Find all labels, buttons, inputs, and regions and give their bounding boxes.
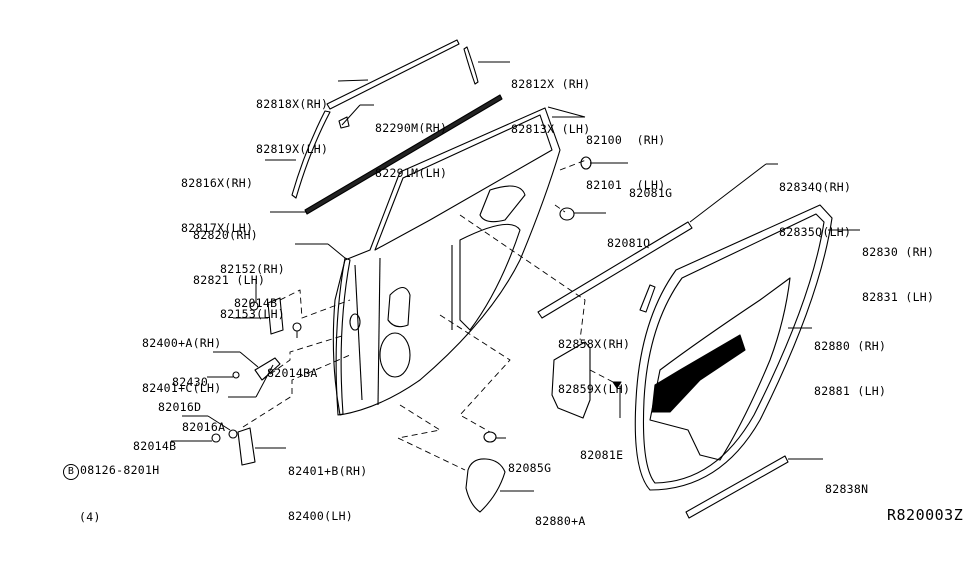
part-number: 82014BA — [267, 366, 318, 380]
door-panel-part[interactable] — [332, 107, 561, 416]
label-bolt-b-upper: 82014B — [234, 266, 277, 326]
part-number: 08126-8201H — [80, 463, 160, 477]
lower-weatherstrip-part[interactable] — [685, 455, 789, 519]
label-upper-sash-moulding: 82812X (RH) 82813X (LH) — [511, 47, 590, 152]
label-door-panel: 82100 (RH) 82101 (LH) — [586, 103, 665, 208]
label-lower-weatherstrip: 82838N — [825, 452, 868, 512]
label-plug: 82085G — [508, 431, 551, 491]
reinforcement-part[interactable] — [335, 257, 351, 416]
part-number: 82817X(LH) — [181, 221, 254, 235]
part-number: 82880 (RH) — [814, 339, 887, 353]
lower-hinge-part[interactable] — [237, 427, 256, 466]
label-sealing-screen: 82880 (RH) 82881 (LH) — [814, 309, 886, 414]
part-number: 82881 (LH) — [814, 384, 887, 398]
part-number: 82016D — [158, 400, 202, 414]
sealing-screen-part[interactable] — [649, 277, 791, 461]
part-number: 82880+A — [535, 514, 586, 528]
part-number: 82401+C(LH) — [142, 381, 222, 395]
label-nut-ba: 82014BA — [267, 336, 318, 396]
label-clip: 82290M(RH) 82291M(LH) — [375, 91, 447, 196]
part-number: 82838N — [825, 482, 869, 496]
part-number: 82290M(RH) — [375, 121, 448, 135]
part-number: 82430 — [172, 375, 209, 389]
part-number: 82830 (RH) — [862, 245, 935, 259]
check-link-part[interactable] — [254, 357, 281, 381]
leader-lines — [171, 61, 860, 492]
bolt-parts — [211, 301, 302, 443]
label-upper-hinge: 82400+A(RH) 82401+C(LH) — [142, 306, 221, 411]
part-number: 82081Q — [607, 236, 651, 250]
clip-part[interactable] — [338, 116, 350, 129]
waist-seal-part[interactable] — [304, 94, 503, 215]
assembly-dashed-lines — [242, 159, 616, 471]
part-number: 82100 (RH) — [586, 133, 666, 147]
diagram-code: R820003Z — [887, 506, 964, 524]
part-number: 82818X(RH) — [256, 97, 329, 111]
part-number: 82152(RH) — [220, 262, 286, 276]
upper-sash-moulding-part[interactable] — [463, 46, 479, 85]
part-number: 82014B — [133, 439, 177, 453]
part-number: 82014B — [234, 296, 278, 310]
label-lower-hinge: 82401+B(RH) 82400(LH) — [288, 434, 367, 539]
label-waist-seal: 82820(RH) 82821 (LH) — [193, 198, 265, 303]
part-number: 82401+B(RH) — [288, 464, 368, 478]
part-number: 82812X (RH) — [511, 77, 591, 91]
label-bolt-b-lower: 82014B — [133, 409, 176, 469]
label-weatherstrip-inner: 82834Q(RH) 82835Q(LH) — [779, 150, 851, 255]
label-bolt-a: 82016A — [182, 390, 225, 450]
part-number: 82291M(LH) — [375, 166, 448, 180]
label-grommet: 82081G — [629, 156, 672, 216]
part-number: 82816X(RH) — [181, 176, 254, 190]
screen-a-part[interactable] — [465, 458, 506, 513]
part-number: 82835Q(LH) — [779, 225, 852, 239]
front-sash-moulding-part[interactable] — [291, 110, 331, 199]
part-number: 82821 (LH) — [193, 273, 266, 287]
label-roof-moulding: 82818X(RH) 82819X(LH) — [256, 67, 328, 172]
label-cap: 82081Q — [607, 206, 650, 266]
part-number: 82016A — [182, 420, 226, 434]
part-number: 82858X(RH) — [558, 337, 631, 351]
plug-part[interactable] — [483, 431, 497, 443]
bracket-part[interactable] — [551, 341, 591, 419]
part-number: 82081E — [580, 448, 624, 462]
cap-part[interactable] — [559, 207, 575, 221]
part-number: 82081G — [629, 186, 673, 200]
part-number: 82831 (LH) — [862, 290, 935, 304]
part-number: 82859X(LH) — [558, 382, 631, 396]
part-number: 82400(LH) — [288, 509, 354, 523]
label-screen-a: 82880+A — [535, 484, 586, 544]
part-number: 82813X (LH) — [511, 122, 591, 136]
clip-e-part[interactable] — [612, 381, 622, 389]
label-front-sash-moulding: 82816X(RH) 82817X(LH) — [181, 146, 253, 251]
label-guard: 82858X(RH) 82859X(LH) — [558, 307, 630, 412]
weatherstrip-inner-part[interactable] — [639, 284, 656, 313]
quantity: (4) — [79, 510, 101, 524]
label-check-link: 82430 — [172, 345, 208, 405]
part-number: 82834Q(RH) — [779, 180, 852, 194]
label-door-weatherstrip: 82830 (RH) 82831 (LH) — [862, 215, 934, 320]
bolt-marker-icon: B — [63, 464, 79, 480]
part-number: 82820(RH) — [193, 228, 259, 242]
roof-moulding-part[interactable] — [326, 39, 460, 110]
part-number: 82819X(LH) — [256, 142, 329, 156]
door-weatherstrip-part[interactable] — [634, 204, 833, 491]
label-reinforcement: 82152(RH) 82153(LH) — [220, 232, 285, 337]
upper-hinge-part[interactable] — [267, 297, 284, 335]
label-bolt-d: 82016D — [158, 370, 201, 430]
part-number: 82101 (LH) — [586, 178, 666, 192]
part-number: 82400+A(RH) — [142, 336, 222, 350]
guard-part[interactable] — [537, 221, 693, 319]
part-number: 82153(LH) — [220, 307, 286, 321]
label-clip-e: 82081E — [580, 418, 623, 478]
part-number: 82085G — [508, 461, 552, 475]
